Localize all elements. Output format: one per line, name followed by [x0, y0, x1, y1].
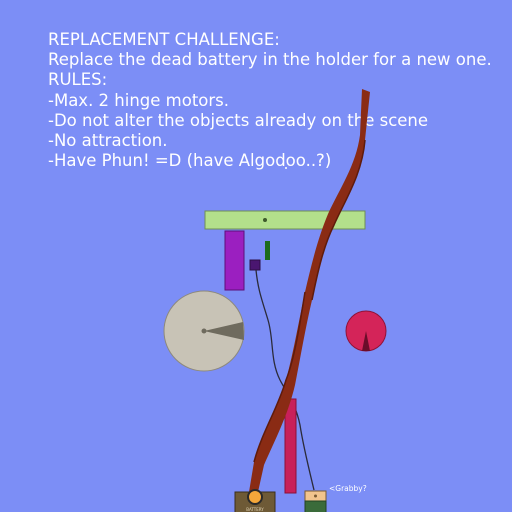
rule-1: -Max. 2 hinge motors. [48, 90, 230, 110]
rule-2: -Do not alter the objects already on the… [48, 110, 429, 130]
stray-dot [285, 167, 287, 169]
twisted-ribbon[interactable] [249, 89, 370, 492]
small-square[interactable] [249, 259, 261, 271]
platform-pin [263, 218, 267, 222]
red-ball[interactable] [345, 310, 387, 352]
battery-label: BATTERY [246, 507, 264, 512]
hanging-rope[interactable] [255, 269, 315, 491]
rules-heading: RULES: [48, 70, 108, 90]
red-ball-pointer [362, 331, 370, 351]
rule-4: -Have Phun! =D (have Algodoo..?) [48, 151, 332, 171]
grabby-label: <Grabby? [329, 484, 367, 493]
instructions-panel: REPLACEMENT CHALLENGE: Replace the dead … [48, 30, 492, 171]
pink-pole[interactable] [284, 398, 297, 494]
battery-holder[interactable]: BATTERY [234, 489, 276, 512]
purple-block[interactable] [224, 230, 245, 291]
challenge-heading: REPLACEMENT CHALLENGE: [48, 30, 280, 49]
top-platform[interactable] [204, 210, 366, 230]
challenge-task: Replace the dead battery in the holder f… [48, 50, 492, 70]
grabby-box[interactable] [304, 490, 327, 512]
green-peg[interactable] [265, 241, 270, 260]
battery-terminal [247, 489, 263, 505]
rule-3: -No attraction. [48, 131, 168, 151]
gray-wheel[interactable] [163, 290, 245, 372]
wheel-pointer [204, 322, 244, 340]
